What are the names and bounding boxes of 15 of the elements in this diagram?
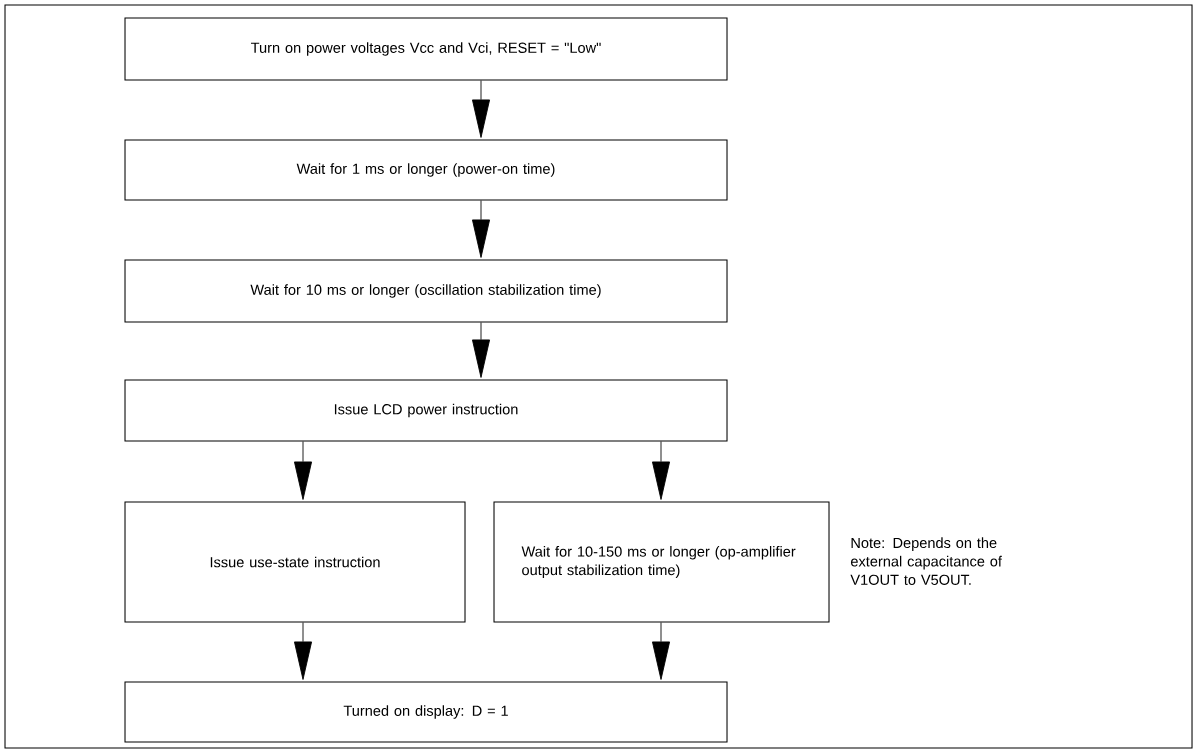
process-box: Turn on power voltages Vcc and Vci, RESET = "Low" <box>124 17 728 81</box>
process-box: Issue use-state instruction <box>124 501 466 623</box>
process-box: Wait for 10 ms or longer (oscillation stabilization time) <box>124 259 728 323</box>
process-box: Turned on display: D = 1 <box>124 681 728 743</box>
arrow <box>652 622 671 680</box>
arrow <box>472 80 490 138</box>
arrow <box>294 622 312 680</box>
arrow <box>472 322 490 378</box>
process-box: Issue LCD power instruction <box>124 379 728 442</box>
arrow <box>472 200 490 258</box>
process-box: Wait for 1 ms or longer (power-on time) <box>124 139 728 201</box>
arrow <box>294 441 312 500</box>
note-text: Note: Depends on the external capacitance of V1OUT to V5OUT. <box>850 537 1002 585</box>
process-box: Wait for 10-150 ms or longer (op-amplifier output stabilization time) <box>493 501 830 623</box>
arrow <box>652 441 671 500</box>
